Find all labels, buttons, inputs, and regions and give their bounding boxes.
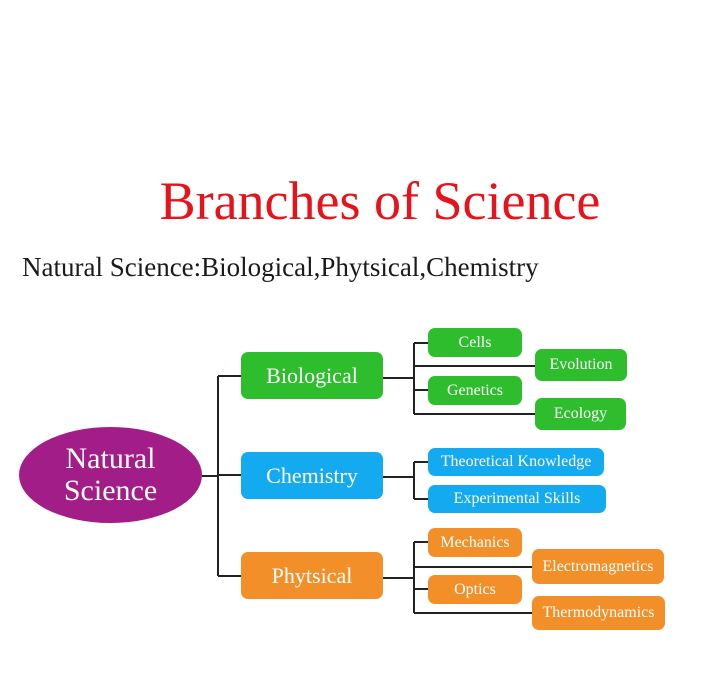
leaf-experimental-skills: Experimental Skills — [428, 485, 606, 513]
page-title: Branches of Science — [159, 171, 601, 231]
leaf-thermodynamics: Thermodynamics — [532, 596, 665, 630]
branch-biological: Biological — [241, 352, 383, 399]
root-label-line1: Natural — [65, 442, 156, 475]
leaf-mechanics: Mechanics — [428, 528, 522, 557]
leaf-electromagnetics: Electromagnetics — [532, 549, 664, 584]
leaf-genetics: Genetics — [428, 376, 522, 405]
root-node-natural-science: Natural Science — [19, 427, 202, 523]
leaf-cells: Cells — [428, 328, 522, 357]
leaf-evolution: Evolution — [535, 349, 627, 381]
page-subtitle: Natural Science:Biological,Phytsical,Che… — [22, 252, 539, 282]
leaf-theoretical-knowledge: Theoretical Knowledge — [428, 448, 604, 476]
leaf-ecology: Ecology — [535, 398, 626, 430]
root-label-line2: Science — [63, 474, 158, 507]
branch-chemistry: Chemistry — [241, 452, 383, 499]
branch-physical: Phytsical — [241, 552, 383, 599]
leaf-optics: Optics — [428, 575, 522, 604]
